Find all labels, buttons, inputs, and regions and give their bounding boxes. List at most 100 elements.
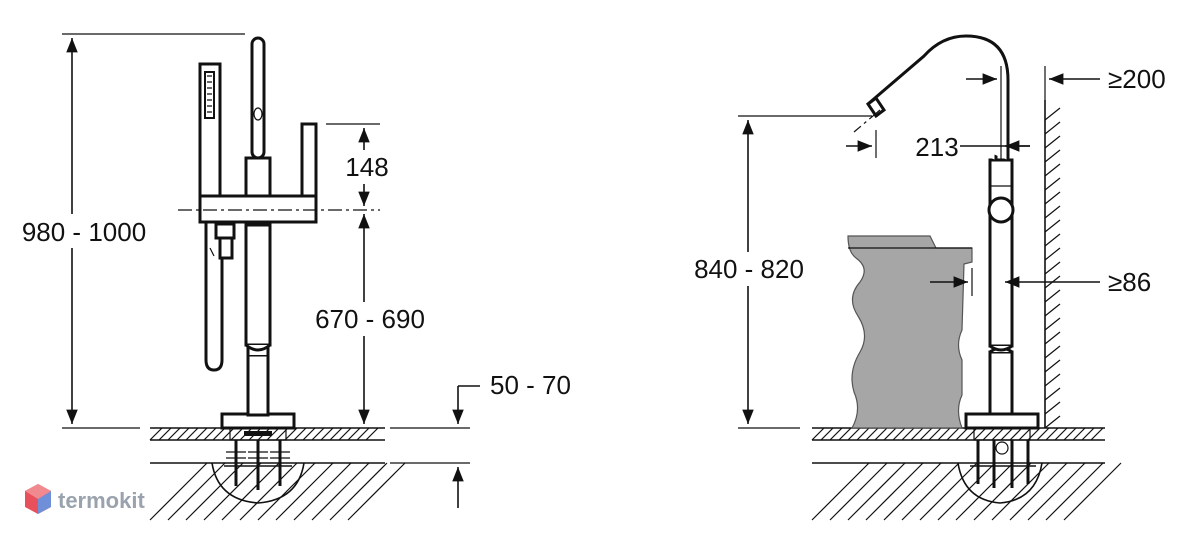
hatch-line [203,427,217,441]
hatch-line [811,462,870,521]
hatch-line [167,462,226,521]
hatch-line [176,427,190,441]
hatch-line [1081,427,1095,441]
right-anchor-bolts [970,440,1036,488]
hatch-line [982,427,996,441]
hatch-line [1044,121,1061,135]
hatch-line [1027,462,1086,521]
right-wall [1044,100,1061,429]
hatch-line [203,462,262,521]
hatch-line [1063,427,1077,441]
right-floor [811,427,1122,521]
hatch-line [829,427,843,441]
dim-wall-clearance: ≥200 [966,64,1166,120]
hatch-line [239,462,298,521]
label-lever-height: 148 [345,152,388,182]
dim-lever-height: 148 [326,123,396,206]
hatch-line [1009,427,1023,441]
hatch-line [221,462,280,521]
hatch-line [329,427,343,441]
dim-tub-clearance: ≥86 [930,267,1151,297]
hatch-line [1044,317,1061,331]
hatch-line [1044,177,1061,191]
hatch-line [847,462,906,521]
hatch-line [185,462,244,521]
hatch-line [973,427,987,441]
dim-spout-height: 840 - 820 [686,115,872,429]
hatch-line [293,427,307,441]
hatch-line [901,462,960,521]
hatch-line [1044,401,1061,415]
hatch-line [347,462,406,521]
hatch-line [347,427,361,441]
hatch-line [1036,427,1050,441]
hatch-line [356,427,370,441]
hatch-line [1044,303,1061,317]
hatch-line [293,462,352,521]
hatch-line [266,427,280,441]
hatch-line [856,427,870,441]
hatch-line [973,462,1032,521]
hatch-line [1044,163,1061,177]
hatch-line [1044,289,1061,303]
hatch-line [257,462,316,521]
hatch-line [1044,233,1061,247]
dim-total-height: 980 - 1000 [12,33,245,429]
hatch-line [883,427,897,441]
hatch-line [167,427,181,441]
hatch-line [1044,191,1061,205]
hatch-line [955,462,1014,521]
hatch-line [302,427,316,441]
hatch-line [1009,462,1068,521]
label-floor-depth: 50 - 70 [490,370,571,400]
left-view: 980 - 1000 148 670 - 690 50 - 70 [12,33,571,521]
hatch-line [829,462,888,521]
right-base-plate [964,412,1040,430]
hatch-line [964,427,978,441]
hatch-line [1044,387,1061,401]
hatch-line [212,427,226,441]
watermark-text: termokit [58,488,145,513]
bathtub [847,235,973,429]
left-floor [149,427,406,521]
label-tub-clearance: ≥86 [1108,267,1151,297]
hatch-line [820,427,834,441]
hatch-line [1044,261,1061,275]
hatch-line [1063,462,1122,521]
hatch-line [221,427,235,441]
dim-body-height: 670 - 690 [304,214,434,424]
right-column [865,34,1015,416]
hatch-line [1044,373,1061,387]
label-body-height: 670 - 690 [315,304,425,334]
hatch-line [1054,427,1068,441]
hatch-line [149,462,208,521]
hatch-line [1044,149,1061,163]
hatch-line [185,427,199,441]
dim-floor-depth: 50 - 70 [390,370,571,508]
watermark: termokit [25,484,145,514]
hatch-line [1018,427,1032,441]
hatch-line [1044,135,1061,149]
hatch-line [1072,427,1086,441]
hatch-line [838,427,852,441]
hatch-line [865,427,879,441]
hatch-line [883,462,942,521]
hatch-line [1044,415,1061,429]
hatch-line [158,427,172,441]
hatch-line [928,427,942,441]
hatch-line [991,427,1005,441]
hatch-line [149,427,163,441]
hatch-line [1044,359,1061,373]
label-total-height: 980 - 1000 [22,217,146,247]
left-mixer-body [198,194,318,224]
right-view: 840 - 820 213 ≥200 ≥86 [686,34,1166,521]
hatch-line [1090,427,1104,441]
hatch-line [1000,427,1014,441]
hatch-line [937,462,996,521]
hatch-line [919,427,933,441]
hatch-line [811,427,825,441]
hatch-line [275,462,334,521]
label-spout-height: 840 - 820 [694,254,804,284]
hatch-line [955,427,969,441]
